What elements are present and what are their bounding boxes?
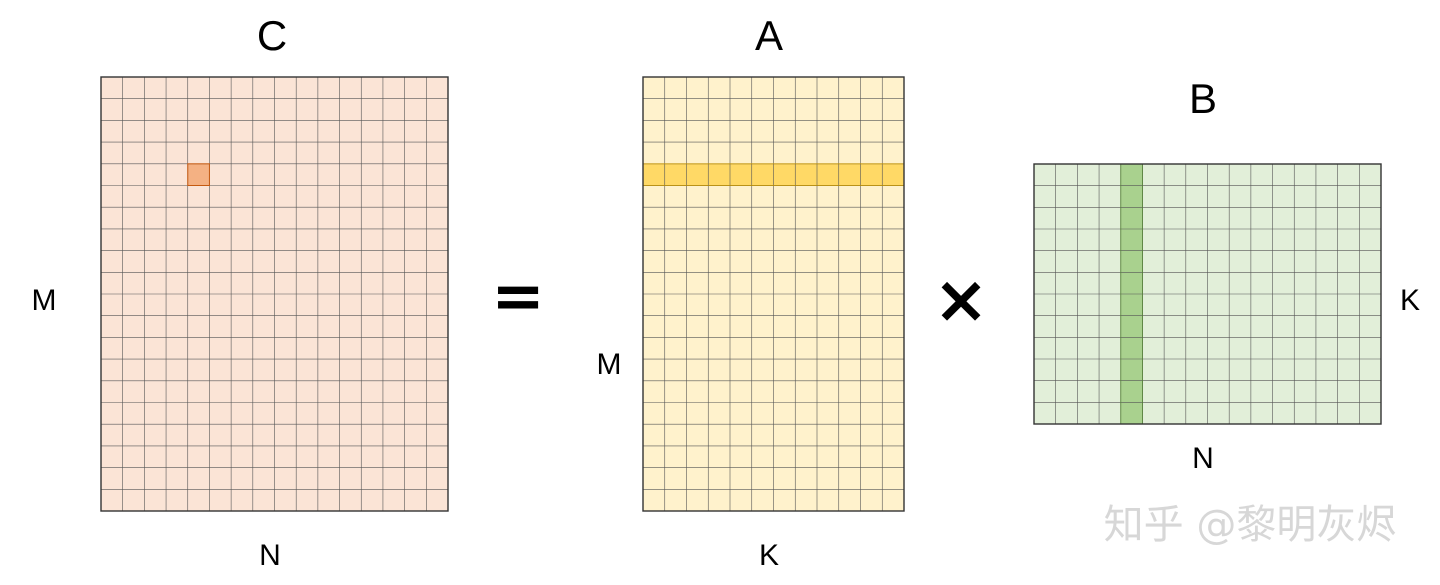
- matrix-a-border: [642, 76, 905, 512]
- matrix-c-title: C: [257, 12, 287, 59]
- times-sign: ×: [933, 261, 988, 338]
- matrix-c-grid: [100, 76, 449, 512]
- matrix-c-highlight-cell: [187, 163, 210, 186]
- matrix-c-highlight-cell-outline: [187, 163, 210, 187]
- matrix-a-col-label: K: [759, 539, 779, 572]
- matrix-c-row-label: M: [32, 284, 57, 317]
- matrix-b-border: [1033, 163, 1382, 425]
- matrix-b-col-label: N: [1192, 442, 1214, 475]
- equals-sign: =: [491, 260, 545, 334]
- matrix-a-row-label: M: [597, 348, 622, 381]
- watermark: 知乎 @黎明灰烬: [1104, 502, 1397, 548]
- matrix-a-grid: [642, 76, 905, 512]
- matrix-c-col-label: N: [259, 539, 281, 572]
- matrix-a-title: A: [755, 12, 783, 59]
- matrix-b-row-label: K: [1400, 284, 1420, 317]
- matrix-b-title: B: [1189, 75, 1217, 122]
- matrix-b-grid: [1033, 163, 1382, 425]
- matrix-c-border: [100, 76, 449, 512]
